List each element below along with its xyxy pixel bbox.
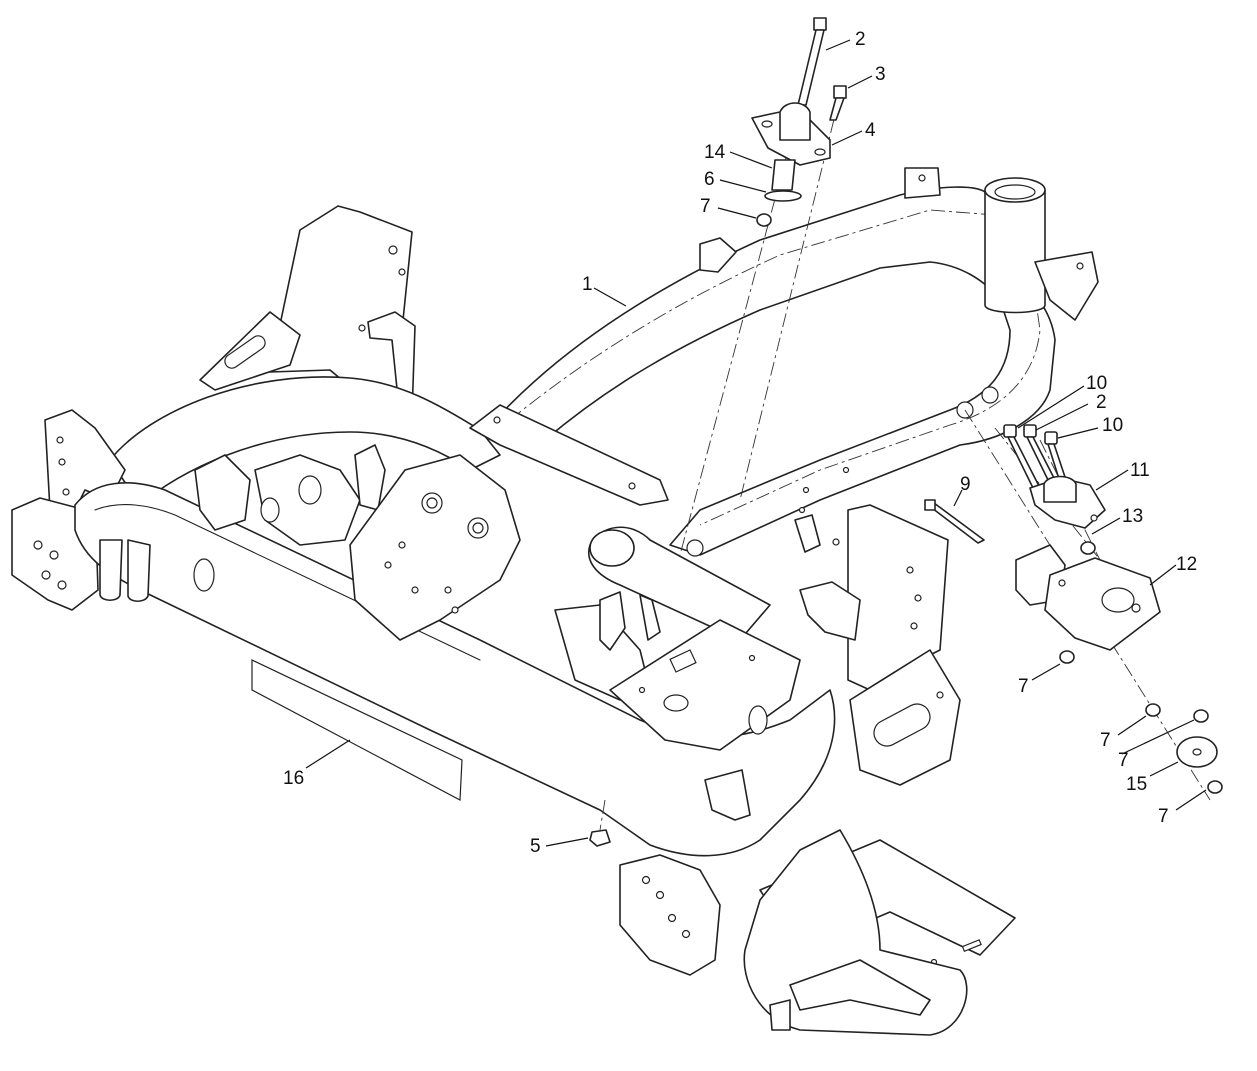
center-cross-tube	[554, 526, 771, 701]
callout-7: 7	[1118, 750, 1129, 771]
callout-13: 13	[1122, 506, 1143, 527]
callout-2: 2	[855, 29, 866, 50]
callout-9: 9	[960, 474, 971, 495]
decal	[251, 659, 463, 801]
callout-7: 7	[1100, 730, 1111, 751]
right-mount-hardware	[924, 409, 1223, 801]
rear-frame-assembly	[11, 205, 836, 857]
leader-lines	[305, 39, 1207, 847]
front-step-assembly	[619, 829, 1016, 1036]
callout-3: 3	[875, 64, 886, 85]
callout-11: 11	[1130, 460, 1150, 481]
front-frame-assembly	[469, 167, 1099, 557]
upper-mount-hardware	[679, 17, 847, 556]
callout-10: 10	[1102, 415, 1123, 436]
callout-labels: 1 2 3 4 14 6 7 10 2 10 9 11 13 12 7 7 7 …	[283, 29, 1197, 857]
callout-6: 6	[704, 169, 715, 190]
callout-7: 7	[1158, 806, 1169, 827]
callout-5: 5	[530, 836, 541, 857]
callout-12: 12	[1176, 554, 1197, 575]
callout-15: 15	[1126, 774, 1147, 795]
callout-7: 7	[700, 196, 711, 217]
center-floor-plate	[609, 619, 801, 751]
callout-4: 4	[865, 120, 876, 141]
callout-10: 10	[1086, 373, 1107, 394]
callout-1: 1	[582, 274, 593, 295]
callout-2: 2	[1096, 392, 1107, 413]
callout-16: 16	[283, 768, 304, 789]
callout-7: 7	[1018, 676, 1029, 697]
lower-nut	[589, 799, 611, 847]
right-side-bracket	[704, 504, 961, 821]
callout-14: 14	[704, 142, 726, 163]
